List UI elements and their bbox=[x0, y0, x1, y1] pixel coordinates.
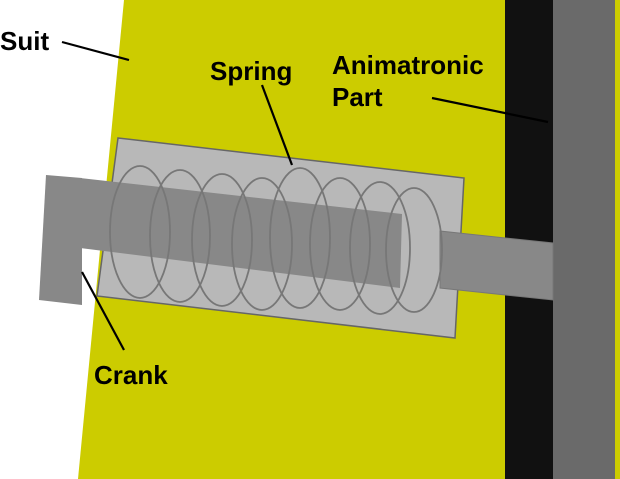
crank-leader-line bbox=[81, 271, 125, 351]
spring-leader-line bbox=[260, 84, 294, 166]
spring-coils bbox=[109, 165, 443, 315]
animatronic-label-line1: Animatronic bbox=[332, 50, 484, 80]
animatronic-part-light bbox=[553, 0, 615, 479]
spring-coil bbox=[231, 177, 293, 311]
animatronic-label-line2: Part bbox=[332, 82, 383, 112]
spring-coil bbox=[191, 173, 253, 307]
output-rod bbox=[439, 230, 554, 301]
suit-label: Suit bbox=[0, 26, 49, 56]
crank-shaft bbox=[80, 178, 402, 288]
spring-coil bbox=[109, 165, 171, 299]
spring-coil bbox=[149, 169, 211, 303]
spring-coil bbox=[349, 181, 411, 315]
crank-handle bbox=[39, 175, 82, 305]
spring-coil bbox=[309, 177, 371, 311]
spring-coil bbox=[385, 187, 443, 313]
crank-label: Crank bbox=[94, 360, 168, 390]
suit-leader-line bbox=[61, 40, 130, 62]
spring-coil bbox=[269, 167, 331, 309]
spring-label: Spring bbox=[210, 56, 292, 86]
animatronic-leader-line bbox=[431, 96, 549, 124]
